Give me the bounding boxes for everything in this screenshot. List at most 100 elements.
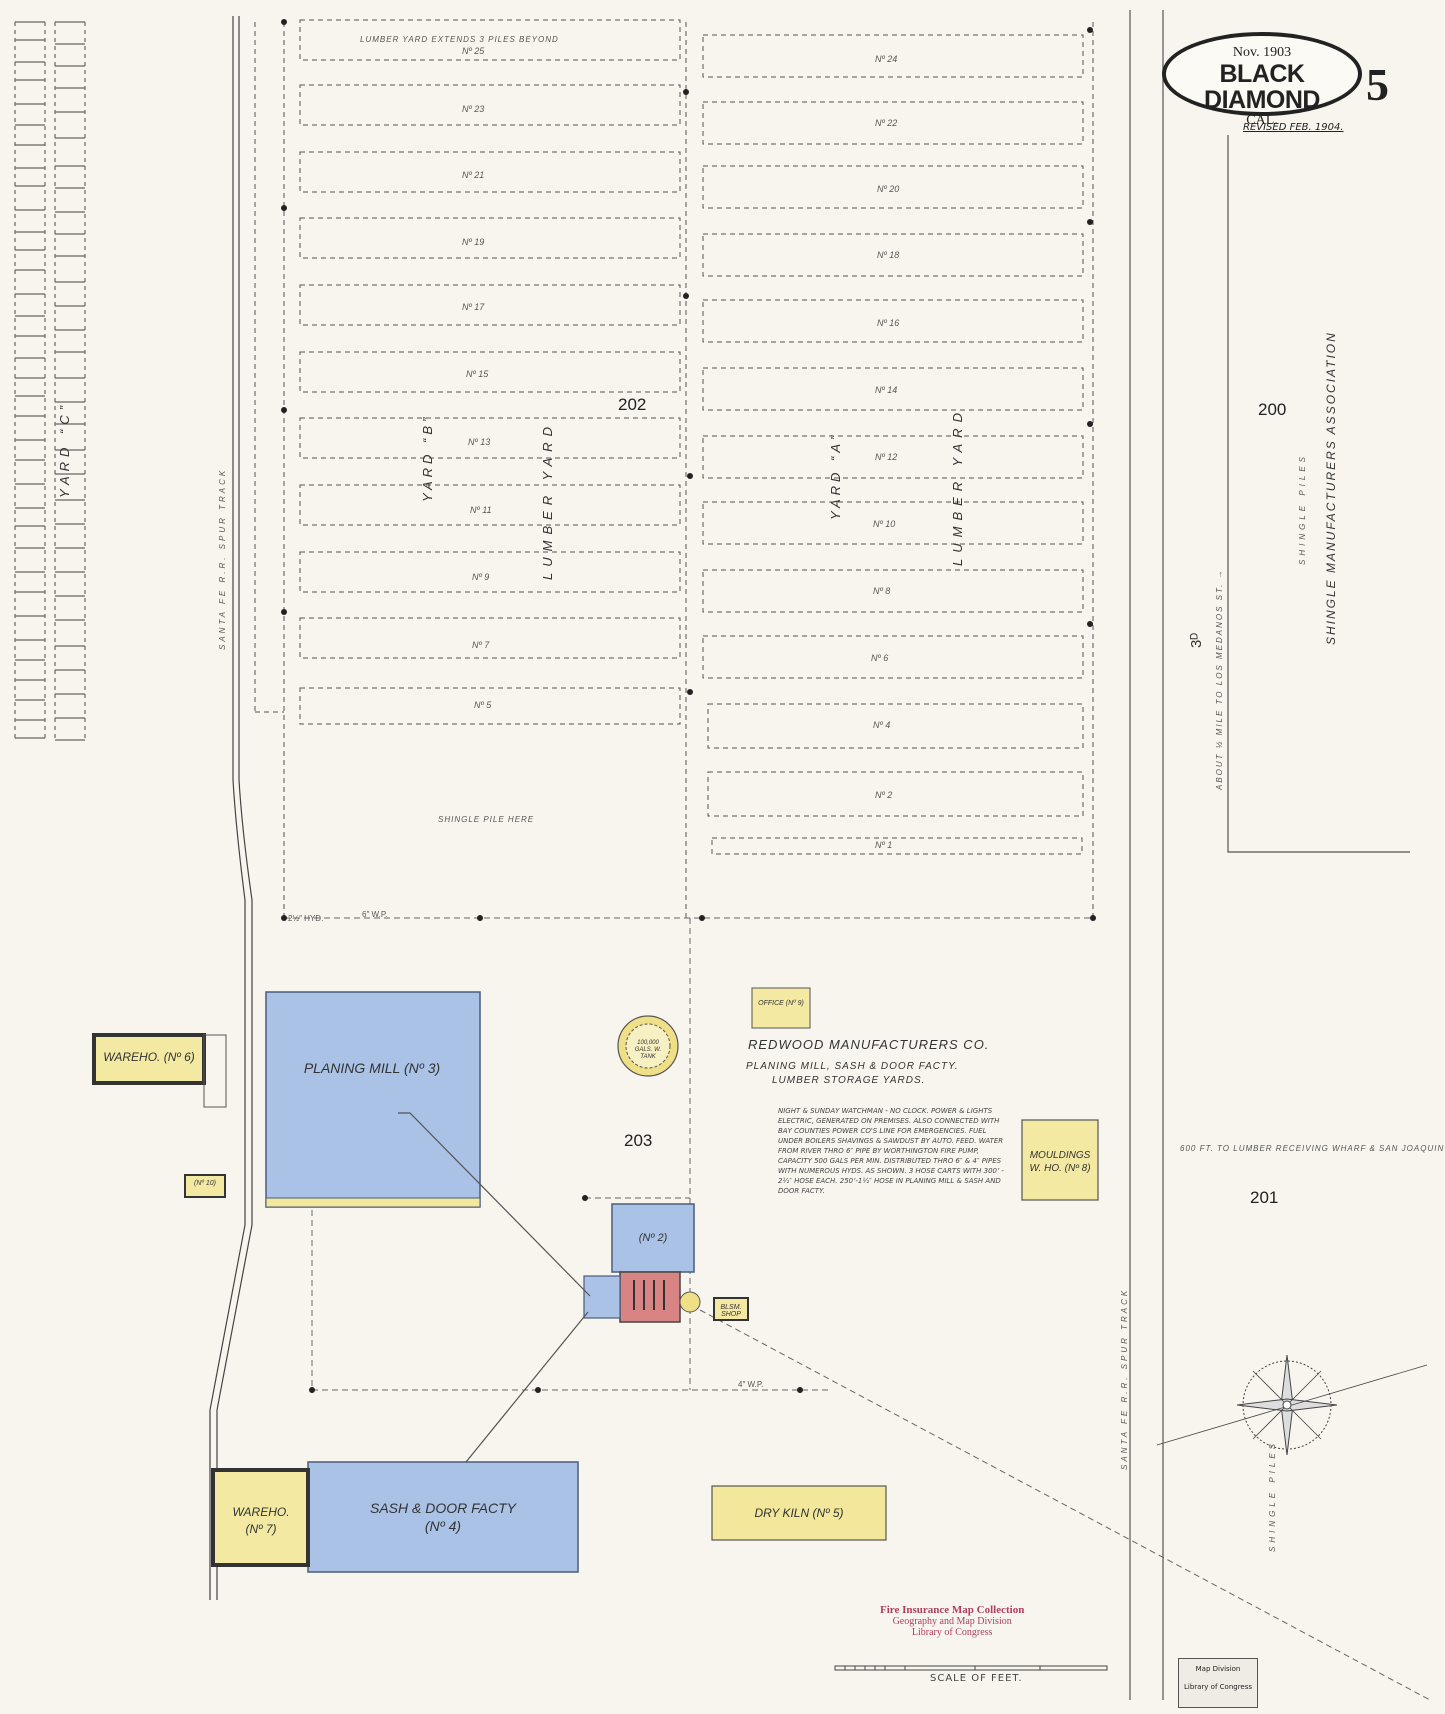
scale-bar bbox=[834, 1665, 1108, 1671]
pile-a-24: Nº 24 bbox=[875, 54, 898, 64]
title-cartouche: Nov. 1903 BLACK DIAMOND CAL. bbox=[1162, 32, 1362, 128]
sheet-number: 5 bbox=[1366, 59, 1389, 110]
block-203: 203 bbox=[624, 1131, 653, 1150]
planing-mill-loading-strip bbox=[265, 1197, 481, 1208]
stamp-line-1: Fire Insurance Map Collection bbox=[880, 1604, 1025, 1616]
scale-label: SCALE OF FEET. bbox=[930, 1673, 1023, 1684]
pile-b-17: Nº 17 bbox=[462, 302, 485, 312]
title-town: BLACK DIAMOND bbox=[1204, 60, 1320, 114]
blacksmith-shop bbox=[713, 1297, 749, 1321]
yard-b-label: YARD “B” bbox=[420, 413, 435, 502]
map-division-line-1: Map Division bbox=[1195, 1665, 1241, 1673]
fire-protection-notes: NIGHT & SUNDAY WATCHMAN - NO CLOCK. POWE… bbox=[778, 1107, 1004, 1195]
water-pipe-label: 6″ W.P. bbox=[362, 910, 388, 919]
shingle-association-label: SHINGLE MANUFACTURERS ASSOCIATION bbox=[1324, 331, 1338, 645]
pile-b-25: Nº 25 bbox=[462, 46, 485, 56]
sash-door-factory-building bbox=[307, 1461, 579, 1573]
warehouse-6-building bbox=[92, 1033, 206, 1085]
stamp-line-3: Library of Congress bbox=[911, 1627, 993, 1638]
dry-kiln-building bbox=[711, 1485, 887, 1541]
building-10 bbox=[184, 1174, 226, 1198]
dry-kiln-label: DRY KILN (Nº 5) bbox=[754, 1506, 844, 1520]
pile-b-7: Nº 7 bbox=[472, 640, 490, 650]
pile-a-2: Nº 2 bbox=[875, 790, 893, 800]
mouldings-label: MOULDINGS bbox=[1029, 1150, 1091, 1161]
sash-factory-label: SASH & DOOR FACTY bbox=[370, 1500, 516, 1516]
warehouse-7-building bbox=[211, 1468, 310, 1567]
pile-a-1: Nº 1 bbox=[875, 840, 893, 850]
pile-a-4: Nº 4 bbox=[873, 720, 891, 730]
pile-a-14: Nº 14 bbox=[875, 385, 898, 395]
yard-a-lumber-label: LUMBER YARD bbox=[950, 407, 965, 566]
pile-a-8: Nº 8 bbox=[873, 586, 891, 596]
wharf-note: 600 FT. TO LUMBER RECEIVING WHARF & SAN … bbox=[1180, 1144, 1445, 1153]
boiler-grid bbox=[633, 1280, 665, 1310]
yard-c-outline bbox=[14, 21, 86, 741]
office-label: OFFICE (Nº 9) bbox=[758, 1000, 804, 1007]
pile-a-10: Nº 10 bbox=[873, 519, 896, 529]
shingle-piles-label-lower: SHINGLE PILES bbox=[1268, 1439, 1277, 1552]
pile-b-11: Nº 11 bbox=[470, 505, 492, 515]
power-house-label: (Nº 2) bbox=[638, 1232, 668, 1244]
pile-a-12: Nº 12 bbox=[875, 452, 898, 462]
library-stamp: Fire Insurance Map Collection Geography … bbox=[880, 1604, 1025, 1639]
pile-b-21: Nº 21 bbox=[462, 170, 485, 180]
warehouse-7-number: (Nº 7) bbox=[245, 1522, 277, 1536]
compass-rose bbox=[1156, 1354, 1428, 1456]
pile-a-18: Nº 18 bbox=[877, 250, 900, 260]
map-division-line-2: Library of Congress bbox=[1183, 1683, 1253, 1691]
stamp-line-2: Geography and Map Division bbox=[892, 1616, 1012, 1627]
hydrant-label: 2½″ HYD. bbox=[288, 914, 324, 923]
pile-b-13: Nº 13 bbox=[468, 437, 491, 447]
pile-b-23: Nº 23 bbox=[462, 104, 485, 114]
yard-b-extends-note: LUMBER YARD EXTENDS 3 PILES BEYOND bbox=[360, 35, 559, 44]
spur-track-right-label: SANTA FE R.R. SPUR TRACK bbox=[1120, 1287, 1129, 1470]
power-house-building bbox=[611, 1203, 695, 1273]
water-tank-inner bbox=[625, 1023, 671, 1069]
planing-mill-label: PLANING MILL (Nº 3) bbox=[303, 1060, 441, 1076]
hydrant-dots bbox=[281, 19, 1096, 1393]
block-202: 202 bbox=[618, 395, 647, 414]
shingle-piles-label: SHINGLE PILES bbox=[1298, 452, 1307, 565]
office-building bbox=[751, 987, 811, 1029]
spur-track-right bbox=[1129, 10, 1410, 1700]
spur-track-left bbox=[209, 16, 253, 1600]
map-division-stamp: Map Division Library of Congress bbox=[1178, 1658, 1258, 1708]
title-date: Nov. 1903 bbox=[1232, 45, 1292, 60]
spur-track-left-label: SANTA FE R.R. SPUR TRACK bbox=[218, 467, 227, 650]
pile-b-15: Nº 15 bbox=[466, 369, 489, 379]
yard-a-label: YARD “A” bbox=[828, 431, 843, 520]
block-201: 201 bbox=[1250, 1188, 1279, 1207]
sash-factory-number: (Nº 4) bbox=[424, 1518, 462, 1534]
pile-a-22: Nº 22 bbox=[875, 118, 898, 128]
los-medanos-note: ABOUT ½ MILE TO LOS MEDANOS ST. → bbox=[1215, 568, 1224, 790]
pile-a-6: Nº 6 bbox=[871, 653, 889, 663]
yard-b-lumber-label: LUMBER YARD bbox=[540, 421, 555, 580]
blacksmith-label: BLSM. SHOP bbox=[720, 1304, 742, 1318]
warehouse-6-label: WAREHO. (Nº 6) bbox=[103, 1050, 195, 1064]
company-line-2: PLANING MILL, SASH & DOOR FACTY. bbox=[746, 1061, 959, 1072]
title-state: CAL. bbox=[1246, 113, 1278, 128]
warehouse-7-label: WAREHO. bbox=[232, 1505, 290, 1519]
pile-a-16: Nº 16 bbox=[877, 318, 900, 328]
pile-b-9: Nº 9 bbox=[472, 572, 490, 582]
warehouse-6-platform bbox=[203, 1034, 227, 1108]
yard-c-label: YARD “C” bbox=[57, 400, 72, 498]
building-10-label: (Nº 10) bbox=[193, 1180, 216, 1187]
water-tank-label: 100,000 GALS. W. TANK bbox=[634, 1040, 662, 1060]
conveyor-lines bbox=[398, 1112, 591, 1463]
mouldings-number: W. HO. (Nº 8) bbox=[1029, 1163, 1091, 1174]
third-street-label: 3ᴰ bbox=[1188, 632, 1205, 648]
fuel-house bbox=[583, 1275, 621, 1319]
block-200: 200 bbox=[1258, 400, 1287, 419]
yard-b-piles bbox=[254, 19, 687, 918]
water-pipe-label-lower: 4″ W.P. bbox=[738, 1380, 764, 1389]
revised-note: REVISED FEB. 1904. bbox=[1243, 122, 1344, 133]
pile-b-19: Nº 19 bbox=[462, 237, 485, 247]
shingle-pile-note: SHINGLE PILE HERE bbox=[438, 815, 535, 824]
mouldings-warehouse-building bbox=[1021, 1119, 1099, 1201]
company-line-3: LUMBER STORAGE YARDS. bbox=[772, 1075, 926, 1086]
boiler-room bbox=[619, 1271, 681, 1323]
planing-mill-building bbox=[265, 991, 481, 1208]
